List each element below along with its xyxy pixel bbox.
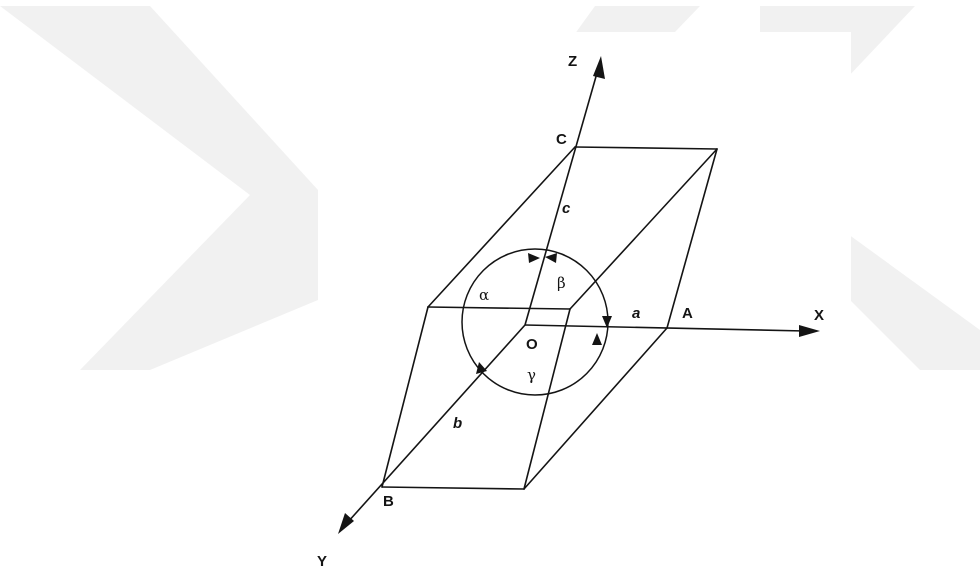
gamma-arc-arrow xyxy=(592,333,602,345)
angle-label-alpha: α xyxy=(479,286,489,304)
point-label-origin: O xyxy=(526,336,538,353)
y-axis-line xyxy=(346,324,526,524)
watermark-background xyxy=(0,6,980,569)
angle-label-gamma: γ xyxy=(527,366,536,384)
edge-left-vertical xyxy=(381,306,429,488)
point-label-c: C xyxy=(556,131,567,148)
edge-mid-horizontal xyxy=(427,306,571,310)
watermark-band-right-2 xyxy=(760,6,870,32)
edge-label-c: c xyxy=(562,200,571,217)
edge-inner-vertical xyxy=(523,308,571,490)
edge-top-front xyxy=(574,146,718,150)
y-axis-arrow xyxy=(338,513,354,534)
angle-arcs xyxy=(461,248,612,396)
axis-label-x: X xyxy=(814,307,824,324)
b-arc-arrow xyxy=(476,362,487,374)
edge-right-vertical xyxy=(666,148,718,329)
alpha-arc-arrow xyxy=(528,253,540,263)
beta-arc-arrow xyxy=(545,253,557,263)
edge-label-b: b xyxy=(453,415,462,432)
point-label-b: B xyxy=(383,493,394,510)
watermark-chevron-left xyxy=(0,6,318,370)
unit-cell-edges xyxy=(381,146,718,490)
x-axis-line xyxy=(524,324,806,332)
edge-bottom-right xyxy=(523,327,668,490)
labels: Z X Y C A B O c a b α β γ xyxy=(317,53,824,569)
axis-label-z: Z xyxy=(568,53,577,70)
axis-label-y: Y xyxy=(317,553,327,569)
edge-label-a: a xyxy=(632,305,640,322)
edge-top-right xyxy=(569,148,718,310)
edge-bottom-horizontal xyxy=(381,486,525,490)
edge-top-left xyxy=(427,146,576,308)
diagram-panel xyxy=(318,32,851,569)
point-label-a: A xyxy=(682,305,693,322)
z-axis-line xyxy=(524,65,600,326)
angle-label-beta: β xyxy=(557,274,566,292)
x-axis-arrow xyxy=(799,325,820,337)
axes xyxy=(338,56,820,534)
z-axis-arrow xyxy=(593,56,605,79)
a-arc-arrow xyxy=(602,316,612,328)
